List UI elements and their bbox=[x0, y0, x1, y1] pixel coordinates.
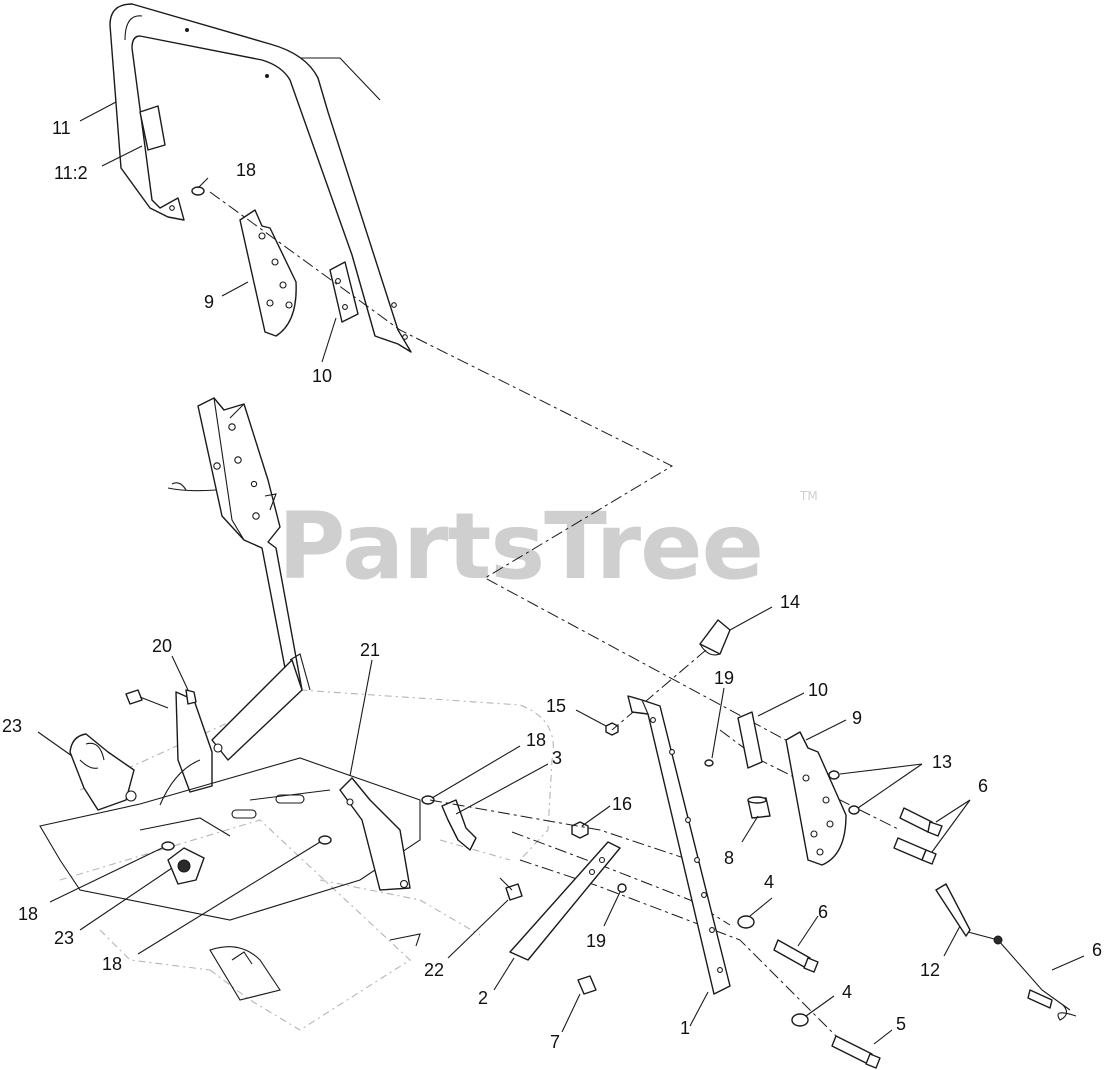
ghost-frame bbox=[59, 689, 554, 1031]
bracket-20 bbox=[159, 689, 223, 806]
callout-14: 14 bbox=[780, 592, 800, 612]
callout-23: 23 bbox=[2, 716, 22, 736]
callout-11-2: 11:2 bbox=[54, 163, 88, 183]
callout-21: 21 bbox=[360, 640, 380, 660]
callout-18: 18 bbox=[18, 904, 38, 924]
bolt-6-mid bbox=[773, 939, 819, 973]
callout-9: 9 bbox=[852, 708, 862, 728]
callout-11: 11 bbox=[52, 118, 71, 138]
callout-16: 16 bbox=[612, 794, 632, 814]
callout-15: 15 bbox=[546, 696, 566, 716]
nut-15 bbox=[605, 722, 619, 736]
watermark-trademark: TM bbox=[799, 489, 818, 503]
callout-10: 10 bbox=[808, 680, 828, 700]
callout-labels: 11 11:2 18 9 10 14 20 21 23 15 19 10 9 1… bbox=[2, 118, 1102, 1052]
callout-7: 7 bbox=[550, 1032, 560, 1052]
assembly-line-lower-1 bbox=[429, 799, 691, 861]
callout-leaders bbox=[37, 101, 1085, 1045]
strap-2 bbox=[509, 841, 621, 961]
callout-6: 6 bbox=[818, 902, 828, 922]
callout-9: 9 bbox=[204, 292, 214, 312]
washer-18-center bbox=[318, 835, 332, 845]
bolt-7 bbox=[577, 975, 597, 995]
washer-13-a bbox=[828, 770, 840, 780]
watermark: PartsTree bbox=[278, 493, 763, 600]
upright-bar-1 bbox=[627, 695, 731, 995]
callout-13: 13 bbox=[932, 752, 952, 772]
callout-4: 4 bbox=[842, 982, 852, 1002]
callout-6: 6 bbox=[978, 776, 988, 796]
cable-12 bbox=[935, 883, 1077, 1021]
callout-23: 23 bbox=[54, 928, 74, 948]
roll-bar-11 bbox=[109, 3, 412, 353]
bolts-6-pair bbox=[893, 807, 943, 865]
callout-2: 2 bbox=[478, 988, 488, 1008]
callout-8: 8 bbox=[724, 848, 734, 868]
washer-18-low bbox=[161, 841, 175, 851]
washer-4-lower bbox=[791, 1013, 809, 1027]
washer-18-mid bbox=[421, 795, 435, 805]
bumper-14 bbox=[699, 619, 731, 656]
washer-18-upper bbox=[191, 186, 205, 196]
nut-19-lower bbox=[617, 883, 627, 893]
spacer-8 bbox=[747, 796, 771, 819]
bolt-22 bbox=[499, 877, 523, 901]
callout-12: 12 bbox=[920, 960, 940, 980]
bolt-left bbox=[125, 689, 169, 709]
callout-4: 4 bbox=[764, 872, 774, 892]
assembly-line-upper bbox=[209, 191, 809, 753]
mounting-plate-9-lower bbox=[785, 731, 847, 866]
rops-upright bbox=[167, 397, 311, 761]
washer-13-b bbox=[848, 805, 860, 815]
callout-3: 3 bbox=[552, 748, 562, 768]
shim-plate-10-lower bbox=[737, 711, 763, 769]
seat-switch-23 bbox=[69, 733, 137, 811]
assembly-line-lower-2 bbox=[519, 859, 861, 1061]
callout-6: 6 bbox=[1092, 940, 1102, 960]
center-bracket-21 bbox=[339, 777, 411, 891]
shim-plate-10-upper bbox=[329, 261, 359, 323]
callout-19: 19 bbox=[714, 668, 734, 688]
callout-20: 20 bbox=[152, 636, 172, 656]
roll-bar-decal bbox=[139, 105, 166, 151]
seat-switch-23-lower bbox=[167, 847, 205, 885]
callout-1: 1 bbox=[680, 1018, 690, 1038]
washer-4-upper bbox=[737, 915, 755, 929]
callout-18: 18 bbox=[526, 730, 546, 750]
nut-16 bbox=[571, 821, 589, 839]
callout-18: 18 bbox=[102, 954, 122, 974]
mounting-plate-9-upper bbox=[239, 209, 297, 337]
callout-10: 10 bbox=[312, 366, 332, 386]
nut-19-upper bbox=[704, 759, 714, 767]
callout-19: 19 bbox=[586, 931, 606, 951]
callout-18: 18 bbox=[236, 160, 256, 180]
callout-5: 5 bbox=[896, 1014, 906, 1034]
callout-22: 22 bbox=[424, 960, 444, 980]
bolt-5 bbox=[831, 1035, 881, 1069]
assembly-line-lower-5 bbox=[611, 649, 707, 731]
